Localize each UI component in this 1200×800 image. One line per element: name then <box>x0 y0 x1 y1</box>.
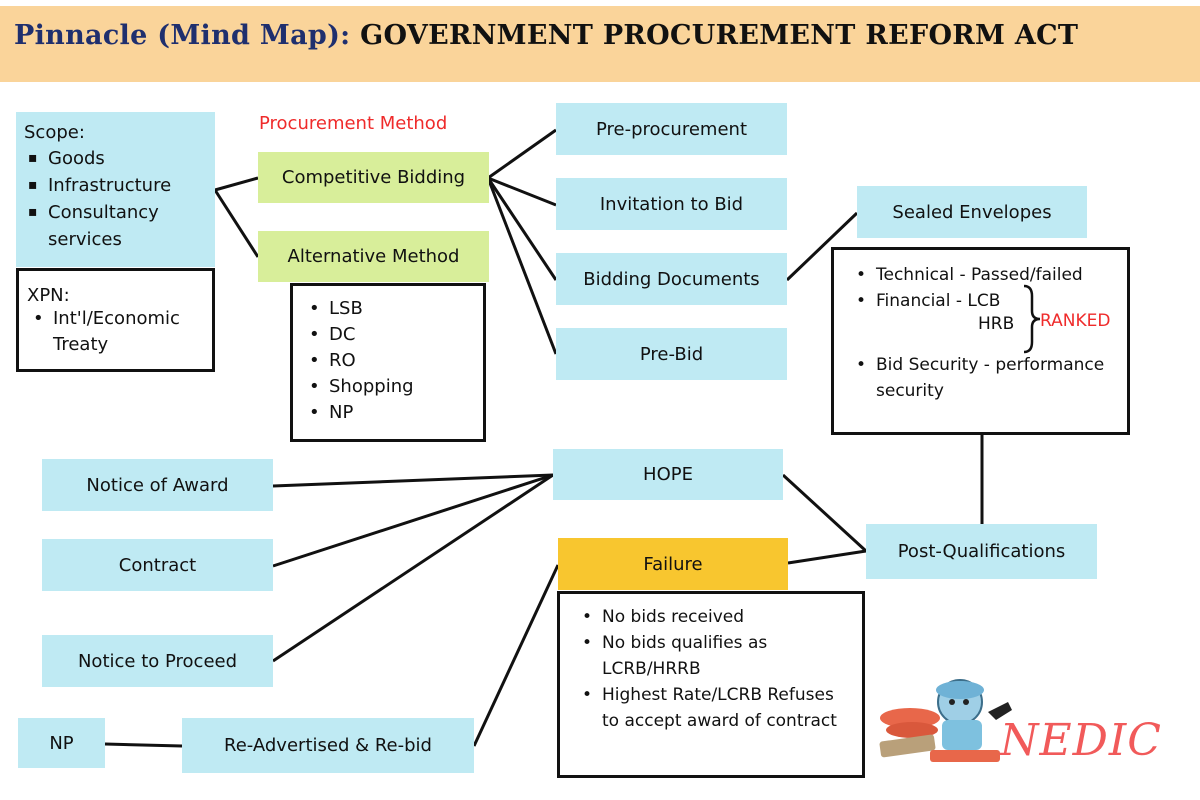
envelope-technical: Technical - Passed/failed <box>856 262 1121 288</box>
alternative-item: RO <box>309 348 477 374</box>
xpn-item: Int'l/Economic Treaty <box>33 306 204 358</box>
connector-scope-competitive <box>214 176 259 192</box>
connector-failure-readvertised <box>472 564 560 747</box>
xpn-list: Int'l/Economic Treaty <box>27 306 204 358</box>
envelope-list-security: Bid Security - performance security <box>850 352 1106 404</box>
contract-node: Contract <box>42 539 273 591</box>
failure-list: No bids received No bids qualifies as LC… <box>576 604 856 734</box>
alternative-item: Shopping <box>309 374 477 400</box>
alternative-methods-box: LSB DC RO Shopping NP <box>290 283 486 442</box>
nedic-logo-icon <box>879 679 1012 762</box>
scope-box: Scope: Goods Infrastructure Consultancy … <box>16 112 215 267</box>
connector-postqual-hope <box>781 473 868 553</box>
connector-hope-award <box>272 473 554 488</box>
pre-procurement-node: Pre-procurement <box>556 103 787 155</box>
competitive-bidding-node: Competitive Bidding <box>258 152 489 203</box>
title-main: GOVERNMENT PROCUREMENT REFORM ACT <box>360 20 1079 51</box>
alternative-item: LSB <box>309 296 477 322</box>
connector-scope-alternative <box>213 189 260 258</box>
alternative-method-node: Alternative Method <box>258 231 489 282</box>
procurement-method-label: Procurement Method <box>259 113 448 134</box>
failure-item: Highest Rate/LCRB Refuses to accept awar… <box>582 682 856 734</box>
logo-text: NEDIC <box>1000 715 1162 766</box>
alternative-item: NP <box>309 400 477 426</box>
title-banner <box>0 6 1200 82</box>
envelope-bid-security: Bid Security - performance security <box>856 352 1106 404</box>
xpn-box: XPN: Int'l/Economic Treaty <box>16 268 215 372</box>
re-advertised-node: Re-Advertised & Re-bid <box>182 718 474 773</box>
connector-competitive-preprocurement <box>487 128 557 180</box>
connector-hope-contract <box>272 473 554 568</box>
connector-competitive-invitation <box>487 176 557 207</box>
envelope-list: Technical - Passed/failed Financial - LC… <box>850 262 1121 314</box>
envelope-hrb: HRB <box>978 314 1015 334</box>
connector-postqual-failure <box>787 549 867 565</box>
scope-list: Goods Infrastructure Consultancy service… <box>24 145 207 253</box>
scope-heading: Scope: <box>24 122 85 143</box>
failure-reasons-box: No bids received No bids qualifies as LC… <box>557 591 865 778</box>
invitation-to-bid-node: Invitation to Bid <box>556 178 787 230</box>
failure-node: Failure <box>558 538 788 590</box>
connector-documents-sealed <box>785 211 859 282</box>
financial-ranking: HRB RANKED <box>850 284 1121 354</box>
scope-item: Infrastructure <box>28 172 207 199</box>
scope-item: Goods <box>28 145 207 172</box>
envelope-financial: Financial - LCB <box>856 288 1121 314</box>
ranked-label: RANKED <box>1040 311 1111 331</box>
alternative-list: LSB DC RO Shopping NP <box>303 296 477 426</box>
connector-hope-proceed <box>272 473 554 663</box>
failure-item: No bids qualifies as LCRB/HRRB <box>582 630 856 682</box>
notice-to-proceed-node: Notice to Proceed <box>42 635 273 687</box>
title-prefix: Pinnacle (Mind Map): <box>14 20 351 51</box>
failure-item: No bids received <box>582 604 856 630</box>
alternative-item: DC <box>309 322 477 348</box>
np-node: NP <box>18 718 105 768</box>
connector-competitive-prebid <box>486 177 558 355</box>
page-title: Pinnacle (Mind Map): GOVERNMENT PROCUREM… <box>14 20 1078 51</box>
hope-node: HOPE <box>553 449 783 500</box>
xpn-heading: XPN: <box>27 285 70 306</box>
connector-competitive-documents <box>486 177 558 281</box>
ranking-brace-icon <box>1023 284 1041 354</box>
scope-item: Consultancy services <box>28 199 207 253</box>
notice-of-award-node: Notice of Award <box>42 459 273 511</box>
post-qualifications-node: Post-Qualifications <box>866 524 1097 579</box>
connector-np-readvertised <box>104 742 183 748</box>
envelope-details-box: Technical - Passed/failed Financial - LC… <box>831 247 1130 435</box>
pre-bid-node: Pre-Bid <box>556 328 787 380</box>
bidding-documents-node: Bidding Documents <box>556 253 787 305</box>
sealed-envelopes-node: Sealed Envelopes <box>857 186 1087 238</box>
